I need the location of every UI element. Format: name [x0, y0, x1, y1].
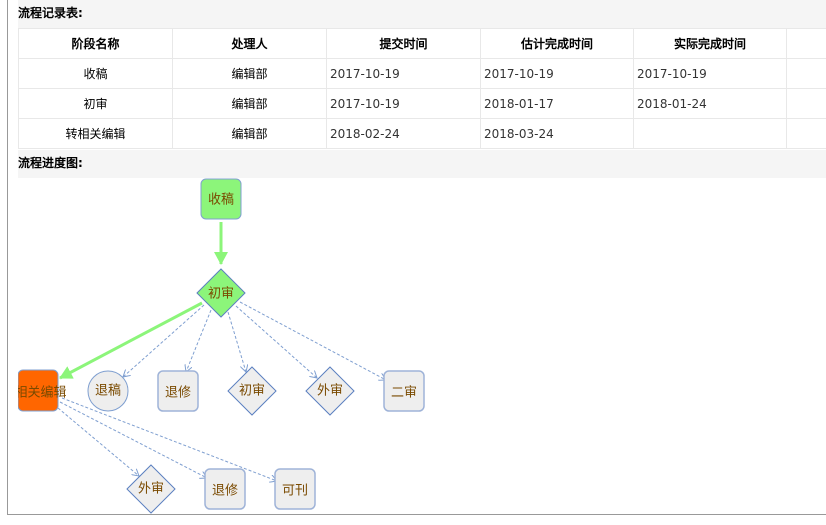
node-label: 二审 [391, 386, 417, 401]
done-edge-initial-transfer [59, 301, 203, 380]
node-label: 外审 [138, 482, 164, 497]
node-label: 转相关编辑 [1, 386, 66, 401]
node-transfer[interactable]: 转相关编辑 [1, 369, 67, 412]
node-publishable[interactable]: 可刊 [274, 468, 316, 510]
node-label: 收稿 [208, 192, 234, 208]
table-row: 收稿 编辑部 2017-10-19 2017-10-19 2017-10-19 [18, 58, 826, 89]
node-reject[interactable]: 退稿 [87, 370, 129, 412]
node-label: 退修 [212, 484, 238, 499]
cell-extra [786, 58, 826, 89]
cell-estimate: 2017-10-19 [480, 58, 634, 89]
node-receive[interactable]: 收稿 [200, 178, 242, 220]
edge-transfer-publishable [61, 397, 277, 481]
edge-transfer-revise [59, 401, 207, 478]
table-row: 转相关编辑 编辑部 2018-02-24 2018-03-24 [18, 118, 826, 149]
dashed-edges [57, 301, 386, 481]
edge-initial-external [235, 305, 317, 378]
node-second[interactable]: 二审 [383, 370, 425, 412]
col-handler: 处理人 [172, 28, 327, 59]
cell-handler: 编辑部 [172, 118, 327, 149]
edge-initial-revise [186, 309, 212, 372]
cell-handler: 编辑部 [172, 58, 327, 89]
record-table: 阶段名称 处理人 提交时间 估计完成时间 实际完成时间 收稿 编辑部 2017-… [18, 28, 826, 149]
cell-estimate: 2018-03-24 [480, 118, 634, 149]
cell-submit: 2017-10-19 [326, 88, 481, 119]
cell-stage: 收稿 [18, 58, 173, 89]
node-revise-2[interactable]: 退修 [204, 468, 246, 510]
edge-initial-initial2 [227, 311, 246, 372]
node-label: 初审 [239, 384, 265, 399]
node-revise[interactable]: 退修 [157, 370, 199, 412]
col-estimate: 估计完成时间 [480, 28, 634, 59]
node-label: 初审 [208, 287, 234, 302]
node-initial[interactable]: 初审 [196, 268, 246, 318]
cell-handler: 编辑部 [172, 88, 327, 119]
table-row: 初审 编辑部 2017-10-19 2018-01-17 2018-01-24 [18, 88, 826, 119]
progress-section-title: 流程进度图: [18, 150, 826, 178]
cell-stage: 转相关编辑 [18, 118, 173, 149]
node-label: 退稿 [95, 383, 121, 399]
col-extra [786, 28, 826, 59]
node-external[interactable]: 外审 [305, 366, 355, 416]
node-label: 退修 [165, 386, 191, 401]
edge-initial-second [239, 301, 386, 380]
record-section-title: 流程记录表: [18, 0, 826, 28]
node-label: 外审 [317, 384, 343, 399]
node-label: 可刊 [282, 484, 308, 499]
edge-initial-reject [123, 304, 205, 377]
node-external-2[interactable]: 外审 [126, 464, 176, 514]
cell-actual [633, 118, 787, 149]
content-frame [7, 0, 826, 515]
cell-stage: 初审 [18, 88, 173, 119]
cell-extra [786, 88, 826, 119]
edge-transfer-external [57, 407, 139, 476]
cell-submit: 2018-02-24 [326, 118, 481, 149]
node-initial-2[interactable]: 初审 [227, 366, 277, 416]
table-header-row: 阶段名称 处理人 提交时间 估计完成时间 实际完成时间 [18, 28, 826, 59]
cell-extra [786, 118, 826, 149]
